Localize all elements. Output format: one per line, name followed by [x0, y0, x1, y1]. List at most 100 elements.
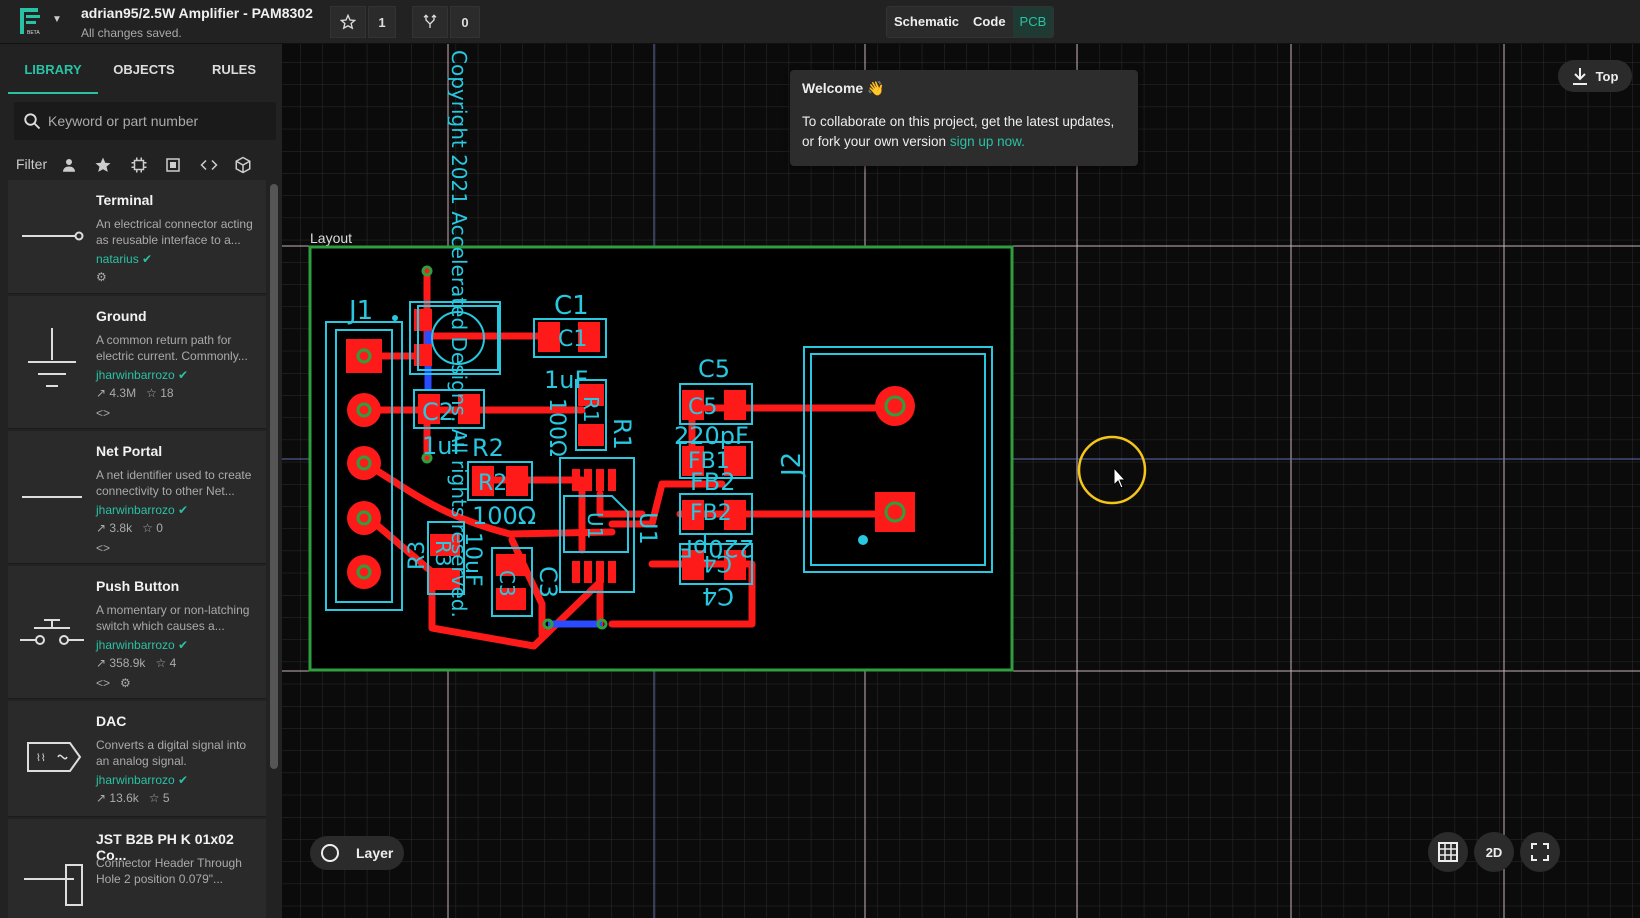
layer-button[interactable]: Layer — [310, 836, 404, 870]
ref-c5: C5 — [698, 355, 730, 383]
copper-pads — [346, 309, 915, 610]
copper-traces — [360, 268, 896, 650]
sidebar-scrollbar[interactable] — [270, 184, 278, 769]
item-stats: ↗ 358.9k ☆ 4 — [96, 656, 177, 670]
user-filter-icon[interactable] — [60, 156, 78, 174]
list-item[interactable]: Push Button A momentary or non-latching … — [8, 566, 266, 699]
tab-pcb[interactable]: PCB — [1012, 7, 1054, 37]
item-stats: ↗ 4.3M ☆ 18 — [96, 386, 174, 400]
fullscreen-button[interactable] — [1520, 832, 1560, 872]
item-title: DAC — [96, 713, 127, 729]
star-button[interactable] — [330, 6, 366, 38]
pcb-view[interactable]: Layout — [282, 44, 1640, 918]
chevron-down-icon[interactable]: ▼ — [52, 14, 62, 25]
star-filter-icon[interactable] — [94, 156, 112, 174]
sign-up-link[interactable]: sign up now. — [949, 134, 1025, 149]
save-status: All changes saved. — [81, 26, 182, 40]
list-item[interactable]: Terminal An electrical connector acting … — [8, 180, 266, 294]
item-author[interactable]: jharwinbarrozo ✔ — [96, 773, 189, 787]
ref-c1: C1 — [554, 291, 589, 321]
ground-symbol-icon — [28, 328, 76, 387]
star-icon: ☆ — [155, 656, 167, 670]
filter-row: Filter — [16, 150, 276, 178]
item-desc: An electrical connector acting as reusab… — [96, 217, 253, 247]
logo-badge: BETA — [27, 30, 40, 36]
ref-fb2: FB2 — [690, 468, 736, 496]
list-item[interactable]: Ground A common return path for electric… — [8, 296, 266, 429]
star-icon: ☆ — [148, 791, 160, 805]
tab-objects[interactable]: OBJECTS — [113, 62, 175, 77]
star-count: 1 — [368, 6, 396, 38]
val-r2: 100Ω — [472, 502, 536, 530]
ref-r2: R2 — [472, 434, 504, 462]
verified-icon: ✔ — [178, 773, 189, 787]
project-title[interactable]: adrian95/2.5W Amplifier - PAM8302 — [81, 5, 313, 21]
sidebar-tabs: LIBRARY OBJECTS RULES — [8, 44, 278, 94]
fork-icon — [423, 14, 437, 28]
ref-r1-inner: R1 — [579, 396, 603, 423]
download-icon — [1572, 68, 1587, 85]
ref-c2: C2 — [422, 398, 454, 426]
tab-rules[interactable]: RULES — [211, 62, 257, 77]
search-input[interactable] — [48, 102, 268, 140]
verified-icon: ✔ — [178, 503, 189, 517]
view-2d-button[interactable]: 2D — [1474, 832, 1514, 872]
verified-icon: ✔ — [178, 368, 189, 382]
search-icon — [24, 113, 41, 130]
grid-icon — [1438, 842, 1458, 862]
item-stats: ↗ 3.8k ☆ 0 — [96, 521, 163, 535]
item-desc: A net identifier used to create connecti… — [96, 468, 252, 498]
trend-icon: ↗ — [96, 656, 107, 670]
ref-u1-inner: U1 — [583, 512, 607, 539]
refdes-labels: J1 C1 C1 1uF C2 1uF R2 R2 100Ω C5 C5 220… — [347, 50, 807, 618]
grid-toggle-button[interactable] — [1428, 832, 1468, 872]
trend-icon: ↗ — [96, 521, 107, 535]
verified-icon: ✔ — [142, 252, 153, 266]
tab-schematic[interactable]: Schematic — [894, 14, 960, 29]
star-icon — [340, 14, 356, 30]
item-author[interactable]: jharwinbarrozo ✔ — [96, 503, 189, 517]
pcb-canvas[interactable]: Layout — [282, 44, 1640, 918]
pin1-marker — [392, 315, 398, 321]
chip-filter-icon[interactable] — [164, 156, 182, 174]
silkscreen — [325, 301, 993, 617]
fullscreen-icon — [1531, 843, 1549, 861]
trend-icon: ↗ — [96, 791, 107, 805]
flux-logo-icon[interactable]: BETA — [18, 6, 46, 38]
list-item[interactable]: Net Portal A net identifier used to crea… — [8, 431, 266, 564]
tab-library[interactable]: LIBRARY — [8, 44, 98, 94]
tab-code[interactable]: Code — [973, 14, 1006, 29]
item-author[interactable]: jharwinbarrozo ✔ — [96, 638, 189, 652]
ref-c3: C3 — [534, 566, 562, 598]
val-r1: 100Ω — [544, 398, 569, 457]
push-button-symbol-icon — [20, 619, 84, 645]
ref-u1: U1 — [634, 512, 662, 545]
copyright-text: Copyright 2021 Accelerated Designs. All … — [447, 50, 471, 618]
list-item[interactable]: ⌇⌇ DAC Converts a digital signal into an… — [8, 701, 266, 817]
ref-fb1: FB1 — [688, 449, 730, 474]
item-author[interactable]: natarius ✔ — [96, 252, 153, 266]
connector-symbol-icon — [24, 864, 83, 906]
footprint-filter-icon[interactable] — [130, 156, 148, 174]
list-item[interactable]: JST B2B PH K 01x02 Co... Connector Heade… — [8, 819, 266, 918]
layer-label: Layer — [356, 845, 394, 861]
cube-filter-icon[interactable] — [234, 156, 252, 174]
top-view-button[interactable]: Top — [1558, 60, 1632, 92]
code-filter-icon[interactable] — [200, 156, 218, 174]
item-title: Net Portal — [96, 443, 163, 459]
toast-body: To collaborate on this project, get the … — [802, 114, 1115, 149]
layout-label: Layout — [310, 230, 352, 246]
item-stats: ↗ 13.6k ☆ 5 — [96, 791, 170, 805]
search-box — [14, 102, 276, 140]
verified-icon: ✔ — [178, 638, 189, 652]
top-bar: BETA ▼ adrian95/2.5W Amplifier - PAM8302… — [0, 0, 1640, 44]
item-title: Push Button — [96, 578, 180, 594]
code-icon: <> — [96, 406, 111, 420]
fork-button[interactable] — [412, 6, 448, 38]
mouse-cursor-icon — [1113, 466, 1127, 489]
ref-j2: J2 — [777, 452, 807, 478]
star-icon: ☆ — [146, 386, 157, 400]
filter-label: Filter — [16, 156, 48, 172]
item-author[interactable]: jharwinbarrozo ✔ — [96, 368, 189, 382]
